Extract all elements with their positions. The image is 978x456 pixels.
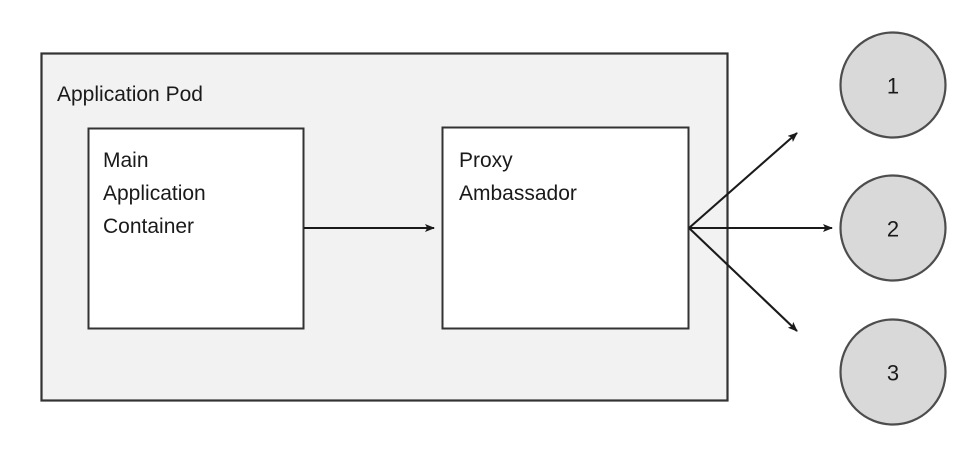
connector-proxy-to-endpoint-3: [688, 227, 798, 332]
endpoint-node-1[interactable]: 1: [839, 31, 947, 139]
proxy-ambassador-container[interactable]: Proxy Ambassador: [441, 126, 690, 330]
endpoint-node-2[interactable]: 2: [839, 174, 947, 282]
endpoint-label-2: 2: [887, 217, 899, 242]
endpoint-node-3[interactable]: 3: [839, 318, 947, 426]
endpoint-circle-2[interactable]: [839, 174, 947, 282]
application-pod-label: Application Pod: [57, 83, 203, 106]
connector-proxy-to-endpoint-1: [688, 132, 798, 229]
endpoint-label-1: 1: [887, 74, 899, 99]
endpoint-circle-1[interactable]: [839, 31, 947, 139]
main-application-container-rect[interactable]: [87, 127, 305, 330]
proxy-ambassador-rect[interactable]: [441, 126, 690, 330]
endpoint-circle-3[interactable]: [839, 318, 947, 426]
main-application-container-label-line-1: Main: [103, 149, 149, 172]
main-application-container-label-line-3: Container: [103, 215, 194, 238]
proxy-ambassador-label-line-1: Proxy: [459, 149, 513, 172]
endpoint-label-3: 3: [887, 361, 899, 386]
main-application-container-label-line-2: Application: [103, 182, 206, 205]
proxy-ambassador-label-line-2: Ambassador: [459, 182, 577, 205]
main-application-container[interactable]: Main Application Container: [87, 127, 305, 330]
